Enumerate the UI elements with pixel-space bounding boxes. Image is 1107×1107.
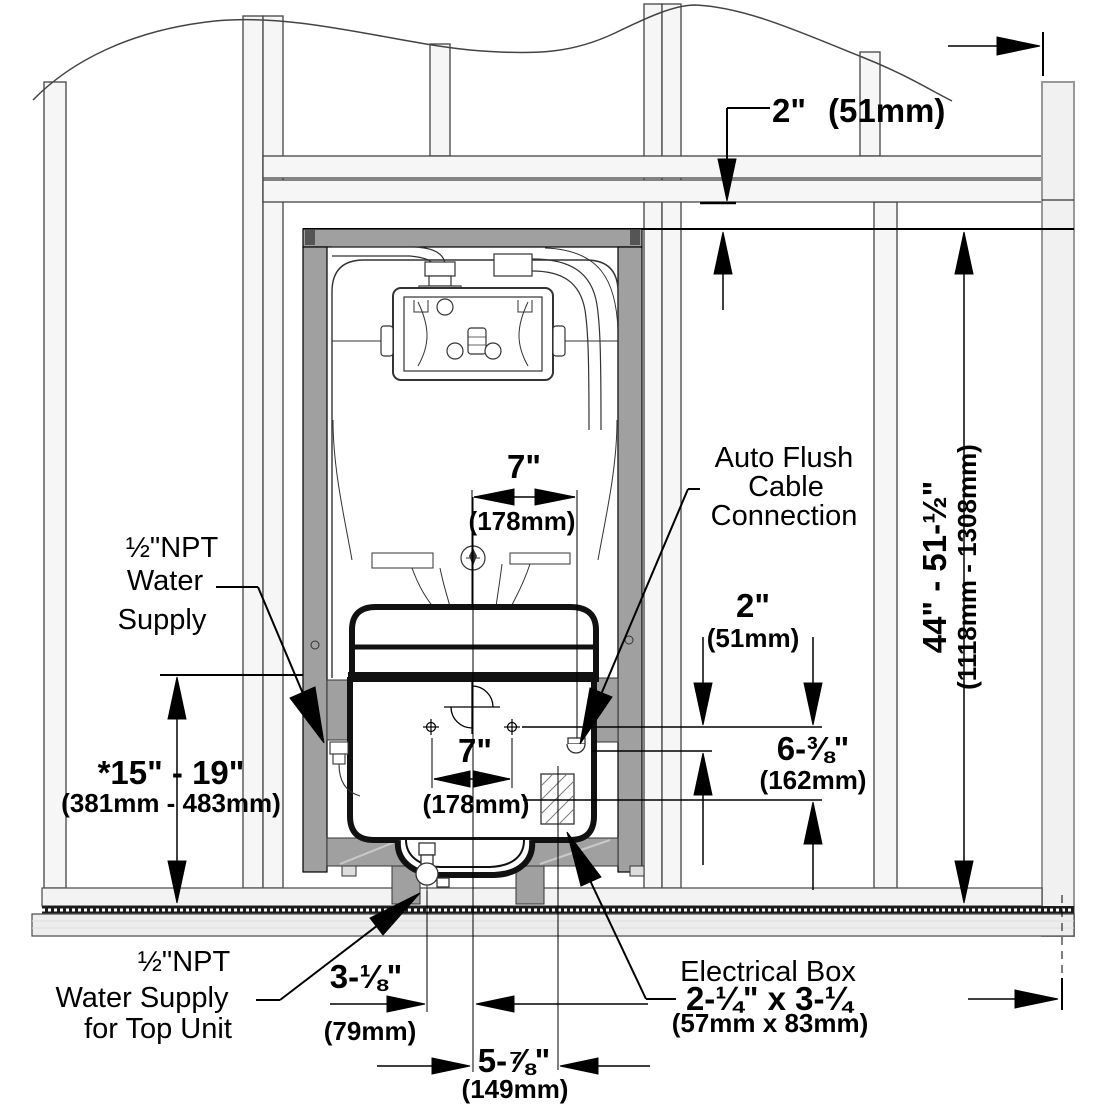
dim-supply-offset-mm: (79mm) <box>324 1016 416 1046</box>
anchor-bolt-left <box>341 865 357 877</box>
labels: 2" (51mm) 7" (178mm) Auto Flush Cable Co… <box>56 92 983 1104</box>
wall-break-line <box>32 4 953 102</box>
center-target <box>444 681 500 734</box>
callout-auto-flush-2: Cable <box>748 471 824 503</box>
dim-header-gap-in: 2" <box>772 92 806 129</box>
frame-top-rail <box>302 228 643 248</box>
frame-rail-left <box>302 246 328 873</box>
cripple-stud-left <box>429 43 451 157</box>
frame-inner-outline <box>331 259 619 678</box>
actuator-box <box>380 287 566 381</box>
header-board-top <box>262 155 1043 179</box>
supply-bracket-left <box>326 679 350 741</box>
dim-box-drop-mm: (162mm) <box>760 765 867 795</box>
stud-pair-left-b <box>262 15 284 889</box>
stud-pair-right-a <box>643 3 663 889</box>
dim-electrical-box-in: 2-¼" x 3-¼ <box>686 980 855 1017</box>
dim-cable-drop-mm: (51mm) <box>707 623 799 653</box>
dim-bolt-spacing-in: 7" <box>458 732 492 769</box>
water-pipe-right <box>493 247 619 431</box>
supply-fitting-left <box>329 741 361 797</box>
callout-water-supply-bottom-3: for Top Unit <box>84 1013 232 1045</box>
frame-foot-right <box>515 865 545 905</box>
header-board-bottom <box>262 179 1043 203</box>
dim-electrical-box-mm: (57mm x 83mm) <box>672 1008 869 1038</box>
callout-water-supply-2: Water <box>127 565 204 597</box>
dim-supply-height-mm: (381mm - 483mm) <box>61 788 281 818</box>
callout-water-supply-1: ½"NPT <box>126 532 219 564</box>
callout-auto-flush-1: Auto Flush <box>715 442 854 474</box>
frame-corner-left <box>305 230 315 245</box>
dim-frame-height-mm: (1118mm - 1308mm) <box>952 444 982 690</box>
finished-wall-panel <box>1041 81 1075 937</box>
label-electrical-box: Electrical Box <box>680 956 856 988</box>
dim-box-drop-in: 6-⅜" <box>777 730 850 767</box>
callout-water-supply-bottom-1: ½"NPT <box>138 946 231 978</box>
stud-right-lower <box>873 201 898 889</box>
callout-water-supply-3: Supply <box>118 604 207 636</box>
callout-auto-flush-3: Connection <box>711 500 858 532</box>
stud-pair-left-a <box>242 15 264 889</box>
dimension-lines <box>167 32 1063 1075</box>
actuator-ear-left <box>380 325 394 357</box>
dim-supply-height-in: *15" - 19" <box>98 754 245 791</box>
rail-hole-left <box>310 640 320 650</box>
frame-corner-right <box>630 230 640 245</box>
mounting-hole-right <box>504 719 520 735</box>
dim-cable-drop-in: 2" <box>736 587 770 624</box>
dim-bolt-spacing-mm: (178mm) <box>423 789 530 819</box>
floor-slab <box>31 913 1075 937</box>
dim-frame-height-in: 44" - 51-½" <box>916 481 953 654</box>
actuator-ear-right <box>552 325 566 357</box>
anchor-bolt-right <box>629 865 645 877</box>
dim-box-offset-in: 5-⅞" <box>478 1042 551 1079</box>
water-pipe-left <box>332 246 462 294</box>
frame-rail-right <box>617 246 643 873</box>
callout-water-supply-bottom-2: Water Supply <box>56 982 229 1014</box>
stud-left <box>43 81 67 889</box>
dim-actuator-width-mm: (178mm) <box>469 506 576 536</box>
dim-supply-offset-in: 3-⅛" <box>330 958 403 995</box>
wall-framing <box>43 3 1043 889</box>
floor <box>31 887 1075 937</box>
supply-valve-bottom <box>415 842 450 905</box>
dim-header-gap-mm: (51mm) <box>828 92 945 129</box>
stud-pair-right-b <box>661 3 682 889</box>
dim-actuator-width-in: 7" <box>507 448 541 485</box>
mounting-hole-left <box>423 719 439 735</box>
carrier-frame <box>302 228 643 873</box>
dim-box-offset-mm: (149mm) <box>462 1074 569 1104</box>
